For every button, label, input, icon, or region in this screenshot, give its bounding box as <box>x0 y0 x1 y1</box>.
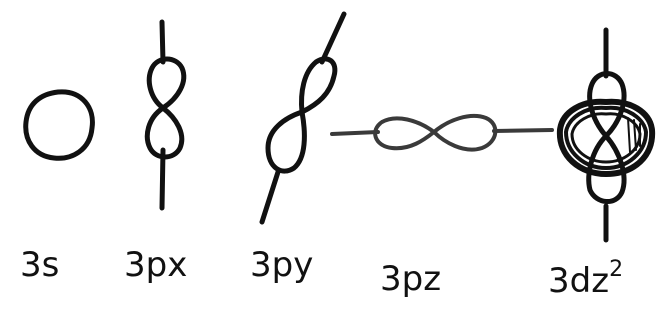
orbital-3pz-lobe-left <box>375 118 434 148</box>
orbital-3px-lobe-upper <box>149 59 183 108</box>
orbital-3pz <box>332 116 552 150</box>
label-3pz: 3pz <box>380 259 441 299</box>
orbital-3pz-axis <box>332 130 552 134</box>
orbital-3s-sphere <box>26 92 93 158</box>
label-3px: 3px <box>124 245 187 285</box>
orbital-3pz-lobe-right <box>434 116 495 150</box>
orbital-3px <box>147 22 183 208</box>
orbital-3s <box>26 92 93 158</box>
label-3dz2-superscript: 2 <box>609 257 623 282</box>
label-3py: 3py <box>250 245 313 285</box>
label-3dz2-base: 3dz <box>548 261 609 301</box>
label-3dz2: 3dz2 <box>548 257 623 301</box>
orbital-3px-axis <box>162 22 163 208</box>
orbital-3dz2 <box>560 30 652 240</box>
orbital-3py-lobe-upper <box>302 59 335 112</box>
orbital-3py <box>262 14 344 222</box>
orbital-3py-lobe-lower <box>268 112 304 171</box>
label-3s: 3s <box>20 245 59 285</box>
